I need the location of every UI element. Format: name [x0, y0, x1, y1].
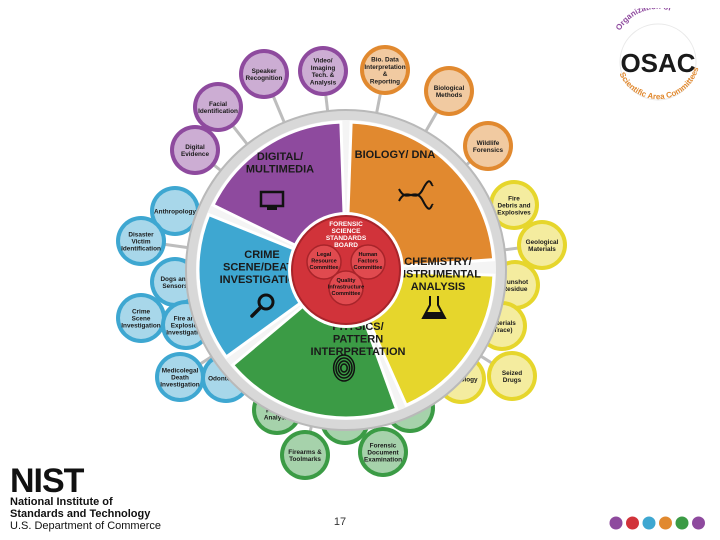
flask-icon — [421, 296, 447, 319]
footer-color-dots — [609, 516, 705, 530]
sector-label: DIGITAL/MULTIMEDIA — [246, 151, 314, 176]
osac-logo-graphic: Organization of Scientific Area Committe… — [614, 2, 701, 101]
fingerprint-icon — [332, 354, 356, 382]
footer-dot — [609, 516, 623, 530]
nist-logo: NIST National Institute of Standards and… — [10, 462, 180, 532]
footer-dot — [692, 516, 705, 530]
nist-department: U.S. Department of Commerce — [10, 520, 161, 532]
subcommittee-label: Materials(Trace) — [488, 320, 516, 334]
subcommittee-label: Anthropology — [154, 209, 196, 216]
dna-icon — [398, 180, 434, 210]
nist-name-line2: Standards and Technology — [10, 508, 151, 520]
nist-wordmark: NIST — [10, 462, 84, 500]
osac-letters: OSAC — [620, 48, 695, 78]
nist-name-line1: National Institute of — [10, 496, 113, 508]
footer-dot — [626, 516, 639, 530]
footer-dot — [659, 516, 672, 530]
subcommittee-label: Odontology — [208, 376, 244, 383]
magnifier-icon — [250, 293, 275, 318]
osac-logo: Organization of Scientific Area Committe… — [602, 2, 714, 112]
monitor-icon — [259, 190, 285, 210]
footer-dot — [675, 516, 689, 530]
footer-dot — [642, 516, 656, 530]
page-number: 17 — [333, 516, 347, 528]
subcommittee-label: Firearms &Toolmarks — [288, 449, 322, 463]
sector-label: BIOLOGY/ DNA — [355, 149, 436, 161]
